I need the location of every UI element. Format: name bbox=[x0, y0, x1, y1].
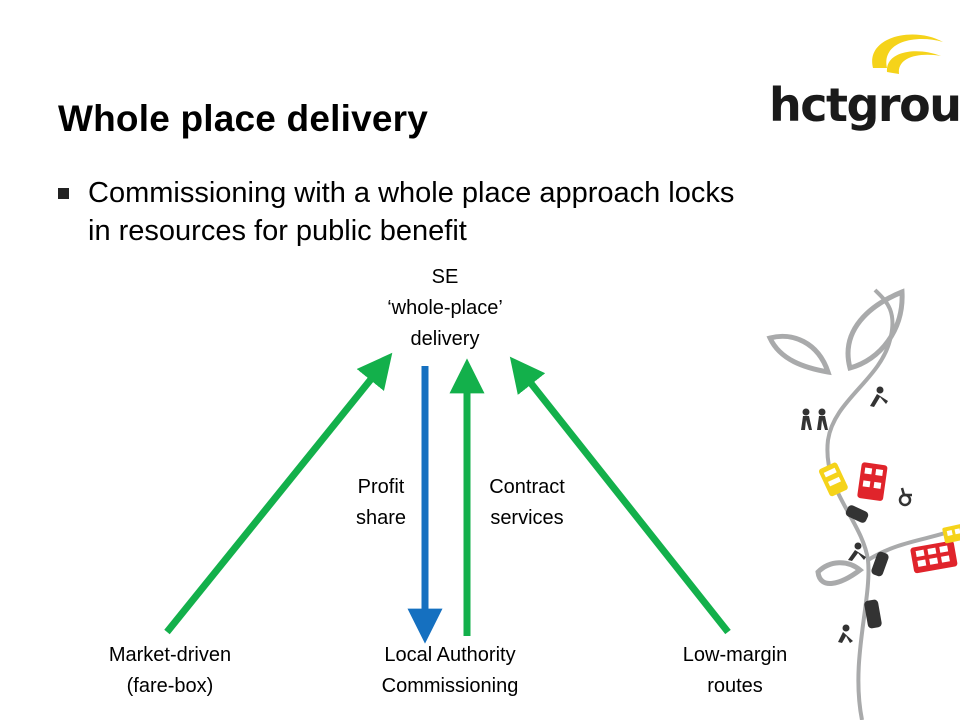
contract-services-label: Contract services bbox=[489, 476, 565, 529]
red-bus-icon bbox=[910, 540, 958, 574]
market-driven-label: Market-driven (fare-box) bbox=[108, 644, 232, 697]
pedestrian-icons bbox=[801, 386, 888, 643]
wheelchair-icon bbox=[898, 487, 912, 507]
top-node-label: SE ‘whole-place’ delivery bbox=[387, 266, 503, 350]
car-icon bbox=[864, 599, 882, 629]
leaf-icon bbox=[766, 333, 832, 376]
logo-swoosh-icon bbox=[872, 34, 943, 74]
car-icon bbox=[871, 551, 889, 577]
leaf-icon bbox=[845, 288, 905, 372]
red-bus-icon bbox=[857, 462, 888, 501]
yellow-bus-icon bbox=[818, 462, 848, 497]
hct-group-logo: hctgroup bbox=[765, 28, 960, 130]
local-authority-label: Local Authority Commissioning bbox=[381, 644, 519, 697]
page-title: Whole place delivery bbox=[58, 98, 429, 139]
bullet-text: Commissioning with a whole place approac… bbox=[88, 177, 735, 247]
car-icon bbox=[845, 505, 869, 523]
leaf-icon bbox=[815, 560, 865, 586]
square-bullet-icon bbox=[58, 188, 69, 199]
low-margin-label: Low-margin routes bbox=[682, 644, 788, 697]
arrow-market-to-se bbox=[164, 352, 393, 635]
logo-text: hctgroup bbox=[769, 78, 960, 132]
arrow-lowmargin-to-se bbox=[509, 356, 731, 635]
profit-share-label: Profit share bbox=[355, 476, 407, 529]
yellow-bus-icon bbox=[942, 523, 960, 544]
